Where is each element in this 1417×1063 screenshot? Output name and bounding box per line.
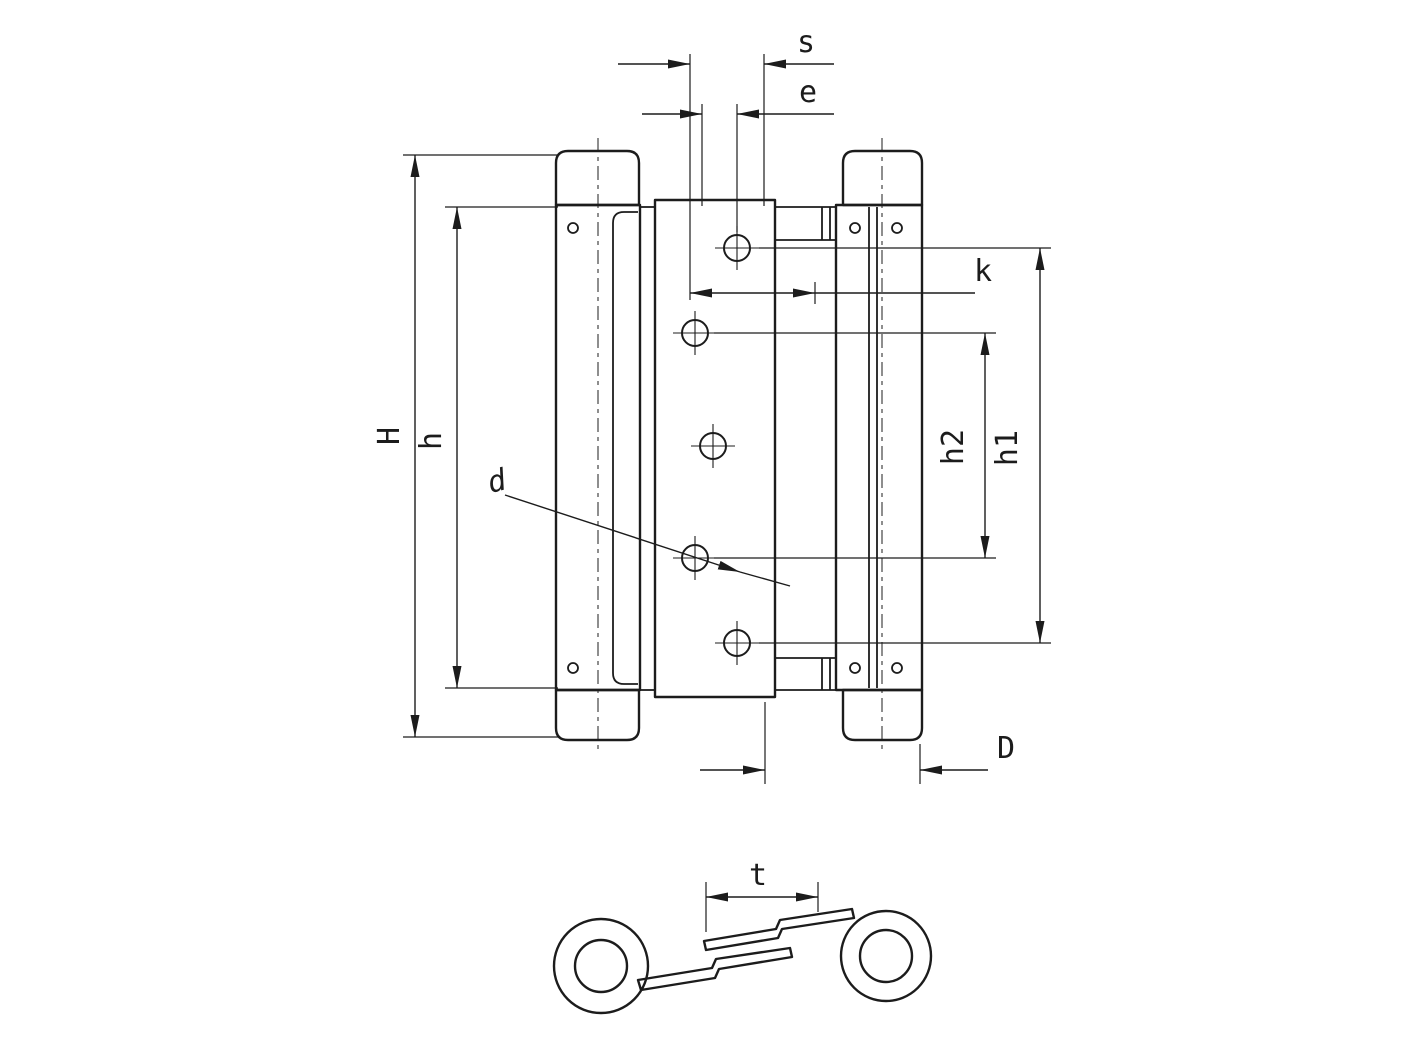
label-h: h <box>414 432 449 450</box>
screw-hole-4 <box>673 536 717 580</box>
right-leaf-pin-hole-bottom-1 <box>849 662 861 674</box>
left-leaf-section <box>636 946 794 992</box>
dimension-h: h <box>414 206 558 689</box>
label-D: D <box>997 731 1015 766</box>
dimension-d: d <box>484 462 791 587</box>
left-knuckle <box>552 917 650 1015</box>
right-knuckle <box>839 909 933 1003</box>
right-leaf-section <box>702 907 856 952</box>
right-knuckle-outer <box>839 909 933 1003</box>
left-spring-barrel <box>554 149 642 742</box>
label-d: d <box>484 462 511 501</box>
dimension-e: e <box>642 75 834 232</box>
right-spring-barrel <box>834 149 924 742</box>
dimension-H: H <box>372 154 558 738</box>
right-barrel-body <box>834 203 924 692</box>
label-h1: h1 <box>990 430 1025 466</box>
dimension-h1: h1 <box>759 247 1051 644</box>
dimension-s: s <box>618 25 834 300</box>
dimension-h2: h2 <box>714 332 996 559</box>
label-h2: h2 <box>936 429 971 465</box>
right-leaf-pin-hole-top-2 <box>891 222 903 234</box>
right-knuckle-pin-bore <box>858 928 914 984</box>
label-t: t <box>749 858 767 893</box>
label-e: e <box>799 75 817 110</box>
label-k: k <box>974 254 992 289</box>
left-leaf-pin-hole-bottom <box>567 662 579 674</box>
right-barrel-top-cap <box>841 149 924 207</box>
screw-holes <box>673 226 759 665</box>
center-plate <box>640 198 836 699</box>
left-barrel-bottom-cap <box>554 688 641 742</box>
hinge-front-view <box>554 138 924 752</box>
left-barrel-top-cap <box>554 149 641 207</box>
dimensions: s e H h k <box>372 25 1051 784</box>
right-leaf-pin-hole-top-1 <box>849 222 861 234</box>
left-leaf-wrap <box>612 211 638 685</box>
center-plate-outline <box>653 198 777 699</box>
screw-hole-3 <box>691 424 735 468</box>
screw-hole-5 <box>715 621 759 665</box>
label-H: H <box>372 427 407 445</box>
dimension-k: k <box>690 254 992 304</box>
left-knuckle-outer <box>552 917 650 1015</box>
hinge-cross-section-view: t <box>552 858 933 1015</box>
right-barrel-bottom-cap <box>841 688 924 742</box>
label-s: s <box>797 25 815 60</box>
dimension-D: D <box>700 702 1015 784</box>
screw-hole-2 <box>673 311 717 355</box>
left-leaf-pin-hole-top <box>567 222 579 234</box>
left-knuckle-pin-bore <box>573 938 629 994</box>
dimension-t: t <box>705 858 819 932</box>
screw-hole-1 <box>715 226 759 270</box>
right-leaf-pin-hole-bottom-2 <box>891 662 903 674</box>
